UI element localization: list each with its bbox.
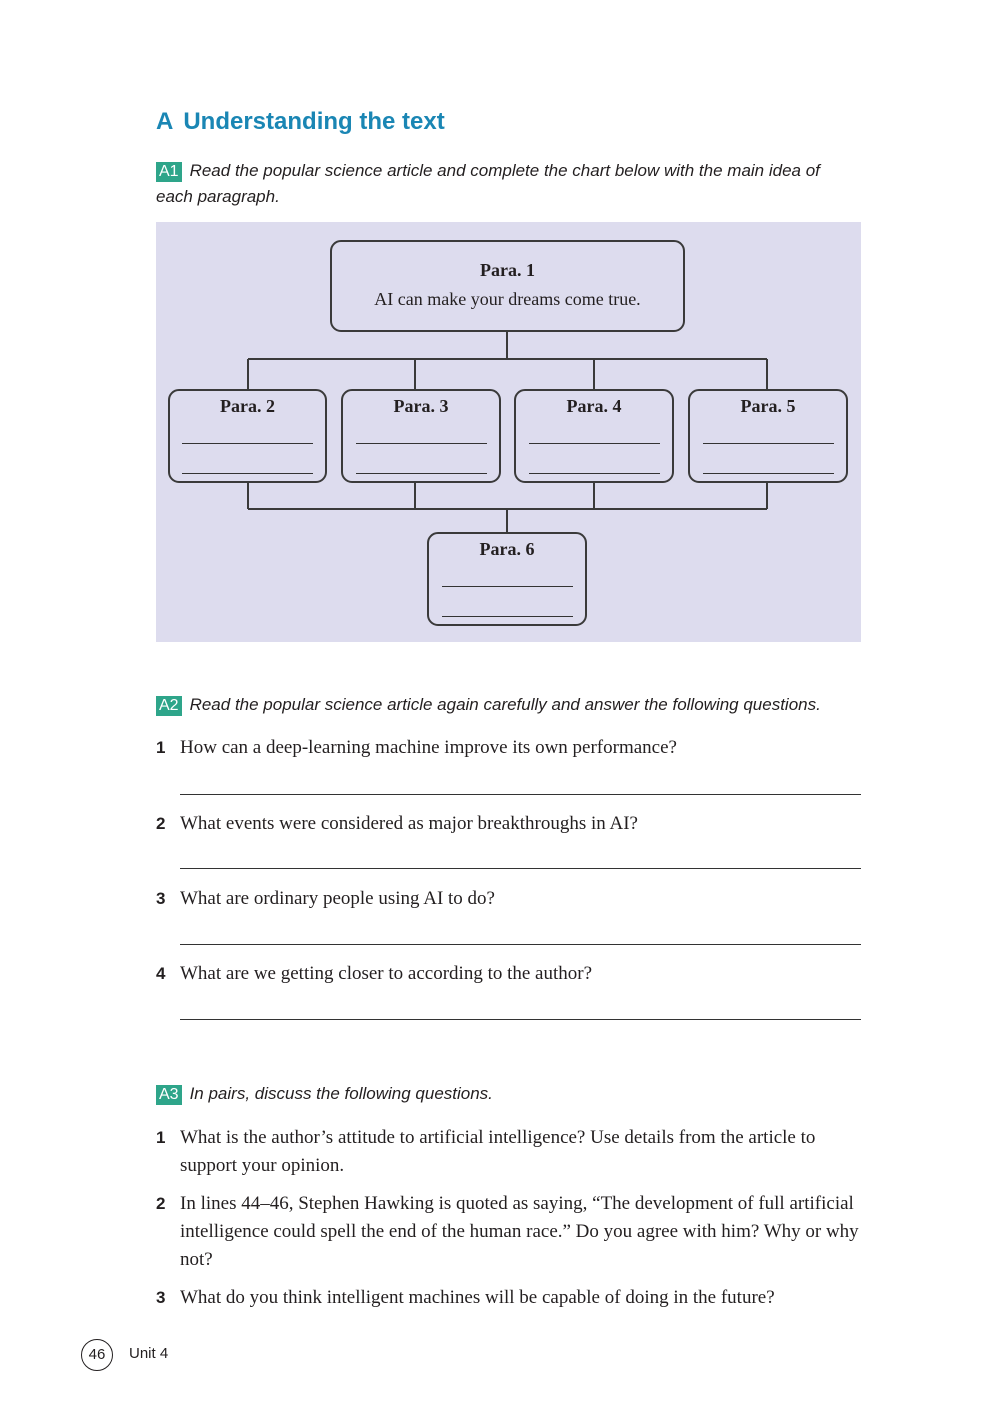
a3-question-text: What is the author’s attitude to artific… [180, 1127, 816, 1176]
a2-question: 1 How can a deep-learning machine improv… [156, 734, 861, 762]
paragraph-diagram: Para. 1 AI can make your dreams come tru… [156, 222, 861, 642]
para-1-box: Para. 1 AI can make your dreams come tru… [330, 240, 685, 332]
para-3-blank-1[interactable] [356, 443, 487, 444]
a3-question-number: 2 [156, 1194, 166, 1213]
a2-instruction-text: Read the popular science article again c… [189, 695, 821, 714]
para-5-blank-2[interactable] [703, 473, 834, 474]
a3-question: 3 What do you think intelligent machines… [156, 1284, 861, 1312]
a3-question-text: In lines 44–46, Stephen Hawking is quote… [180, 1193, 859, 1270]
a2-question-number: 4 [156, 964, 166, 983]
a3-badge: A3 [156, 1085, 182, 1105]
a1-instruction-text: Read the popular science article and com… [156, 161, 820, 206]
para-3-blank-2[interactable] [356, 473, 487, 474]
page-number: 46 [81, 1339, 113, 1371]
para-6-box: Para. 6 [427, 532, 587, 626]
para-2-box: Para. 2 [168, 389, 327, 483]
para-4-box: Para. 4 [514, 389, 674, 483]
a3-instruction: A3 In pairs, discuss the following questi… [156, 1081, 846, 1107]
a3-question-number: 1 [156, 1128, 166, 1147]
para-2-blank-1[interactable] [182, 443, 313, 444]
para-5-label: Para. 5 [740, 396, 796, 416]
section-title-text: Understanding the text [183, 108, 445, 135]
para-3-label: Para. 3 [393, 396, 449, 416]
a2-question-number: 3 [156, 889, 166, 908]
a3-question-text: What do you think intelligent machines w… [180, 1287, 775, 1308]
unit-label: Unit 4 [129, 1345, 169, 1362]
a3-question-number: 3 [156, 1288, 166, 1307]
para-4-label: Para. 4 [566, 396, 622, 416]
para-5-box: Para. 5 [688, 389, 848, 483]
a2-answer-line-2[interactable] [180, 868, 861, 869]
para-1-label: Para. 1 [480, 260, 535, 280]
para-2-blank-2[interactable] [182, 473, 313, 474]
para-2-label: Para. 2 [220, 396, 275, 416]
para-5-blank-1[interactable] [703, 443, 834, 444]
a2-question-text: What are ordinary people using AI to do? [180, 888, 495, 909]
a2-question-number: 2 [156, 814, 166, 833]
section-title: A Understanding the text [156, 108, 445, 136]
para-1-text: AI can make your dreams come true. [374, 289, 641, 309]
a2-question-text: What are we getting closer to according … [180, 963, 593, 984]
a3-question: 2 In lines 44–46, Stephen Hawking is quo… [156, 1190, 861, 1274]
a3-question: 1 What is the author’s attitude to artif… [156, 1124, 861, 1180]
para-6-blank-1[interactable] [442, 586, 573, 587]
para-6-blank-2[interactable] [442, 616, 573, 617]
diagram-connectors [247, 332, 768, 533]
para-6-label: Para. 6 [479, 539, 535, 559]
a1-badge: A1 [156, 162, 182, 182]
para-3-box: Para. 3 [341, 389, 501, 483]
a2-question-text: How can a deep-learning machine improve … [180, 737, 677, 758]
a2-answer-line-3[interactable] [180, 944, 861, 945]
a2-instruction: A2 Read the popular science article again… [156, 692, 846, 718]
a2-answer-line-4[interactable] [180, 1019, 861, 1020]
a2-question-number: 1 [156, 738, 166, 757]
a2-question: 4 What are we getting closer to accordin… [156, 960, 861, 988]
a2-answer-line-1[interactable] [180, 794, 861, 795]
a2-question-text: What events were considered as major bre… [180, 813, 638, 834]
a2-question: 3 What are ordinary people using AI to d… [156, 885, 861, 913]
a2-badge: A2 [156, 696, 182, 716]
a2-question: 2 What events were considered as major b… [156, 810, 861, 838]
para-4-blank-1[interactable] [529, 443, 660, 444]
a3-instruction-text: In pairs, discuss the following question… [189, 1084, 493, 1103]
section-letter: A [156, 108, 174, 135]
para-4-blank-2[interactable] [529, 473, 660, 474]
